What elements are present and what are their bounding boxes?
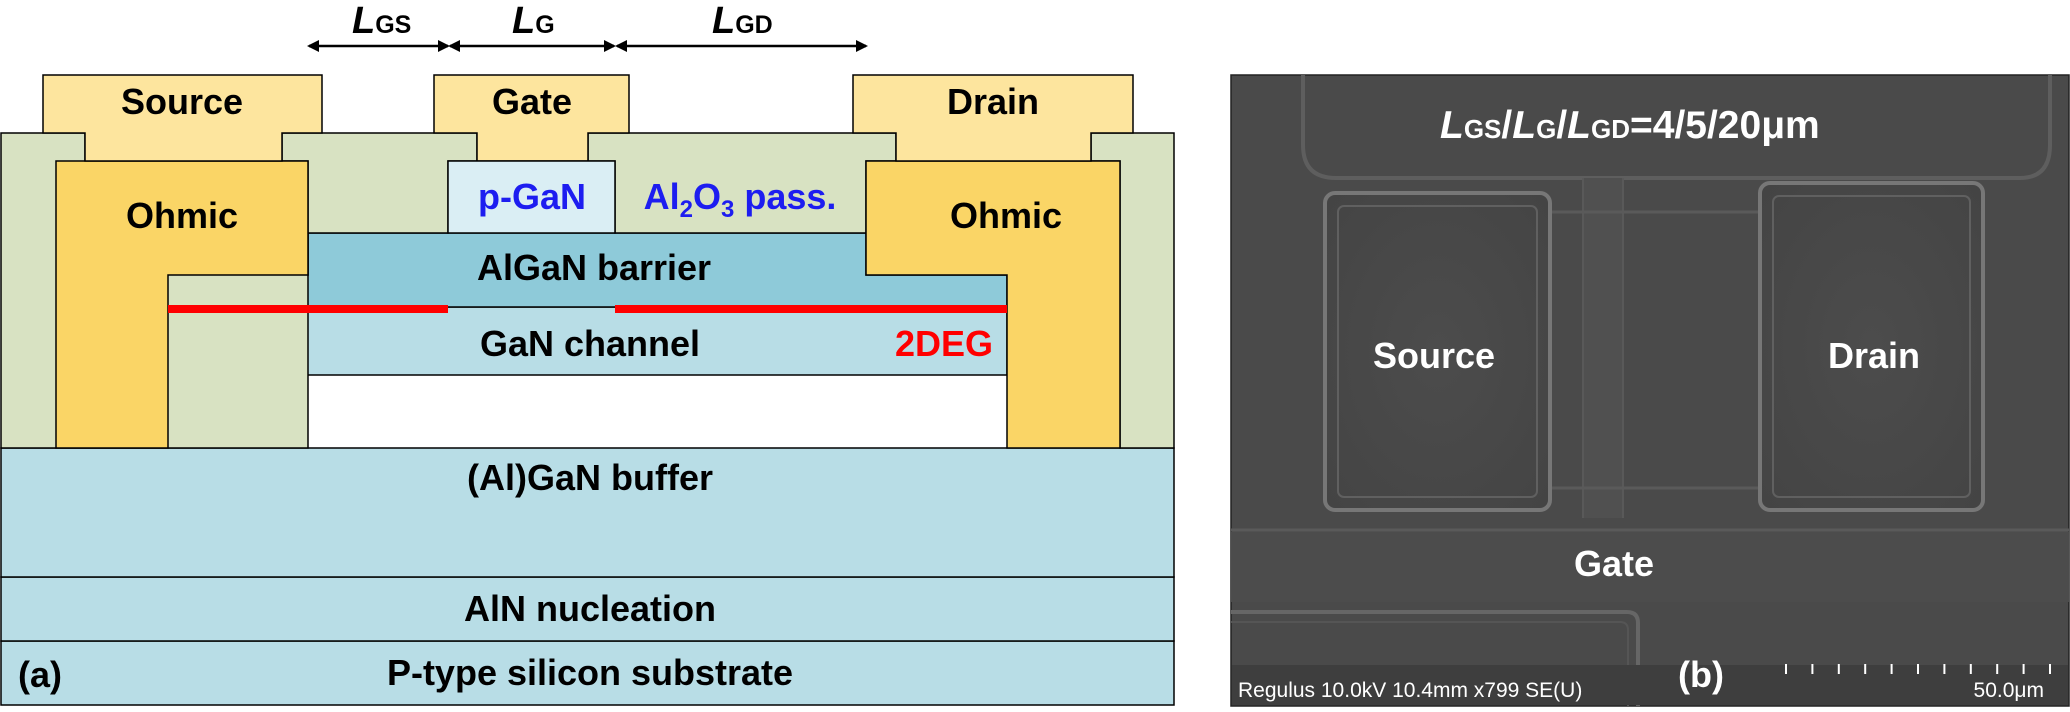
twodeg-left	[168, 305, 448, 313]
ohmic-right	[865, 160, 1121, 449]
buffer-label: (Al)GaN buffer	[467, 457, 713, 498]
buffer-layer	[0, 447, 1175, 578]
panel-b-sem-image: LGS/LG/LGD=4/5/20μm Source Drain Gate Re…	[1230, 74, 2070, 707]
source-label: Source	[121, 81, 243, 122]
lgs-label: LGS	[352, 0, 411, 42]
barrier-label: AlGaN barrier	[477, 247, 711, 288]
ohmic-left-label: Ohmic	[126, 195, 238, 236]
pgan-layer	[447, 160, 616, 234]
nucleation-label: AlN nucleation	[464, 588, 716, 629]
sem-drain-label: Drain	[1828, 335, 1920, 376]
sem-gate-label: Gate	[1574, 543, 1654, 584]
sem-source-label: Source	[1373, 335, 1495, 376]
sem-info-text: Regulus 10.0kV 10.4mm x799 SE(U)	[1238, 679, 1582, 702]
source-contact	[42, 74, 323, 162]
nucleation-layer	[0, 576, 1175, 642]
sem-info-bar	[1232, 665, 2068, 705]
sem-scale-label: 50.0μm	[1974, 679, 2044, 702]
sem-gate-stripe	[1583, 178, 1623, 518]
sem-top-contour	[1301, 75, 2052, 180]
drain-label: Drain	[947, 81, 1039, 122]
lgd-label: LGD	[712, 0, 773, 42]
drain-contact	[852, 74, 1134, 162]
sem-bottom-box	[1231, 610, 1640, 706]
al2o3-label: Al2O3 pass.	[644, 176, 837, 223]
ohmic-left	[55, 160, 309, 449]
sem-source-pad	[1323, 191, 1552, 512]
panel-a-label: (a)	[18, 654, 62, 695]
pgan-label: p-GaN	[478, 176, 586, 217]
panel-a-cross-section: LGS LG LGD Source Gate Drain Ohmic Ohmic…	[0, 0, 1175, 706]
ohmic-right-label: Ohmic	[950, 195, 1062, 236]
twodeg-label: 2DEG	[895, 323, 993, 364]
gate-label: Gate	[492, 81, 572, 122]
twodeg-right	[615, 305, 1007, 313]
sem-drain-pad	[1758, 181, 1985, 512]
lg-label: LG	[512, 0, 555, 42]
channel-label: GaN channel	[480, 323, 700, 364]
substrate-label: P-type silicon substrate	[387, 652, 793, 693]
panel-b-label: (b)	[1678, 654, 1724, 695]
sem-scale-bar	[1785, 664, 2051, 674]
substrate-layer	[0, 640, 1175, 706]
sem-dims-label: LGS/LG/LGD=4/5/20μm	[1440, 104, 1820, 147]
